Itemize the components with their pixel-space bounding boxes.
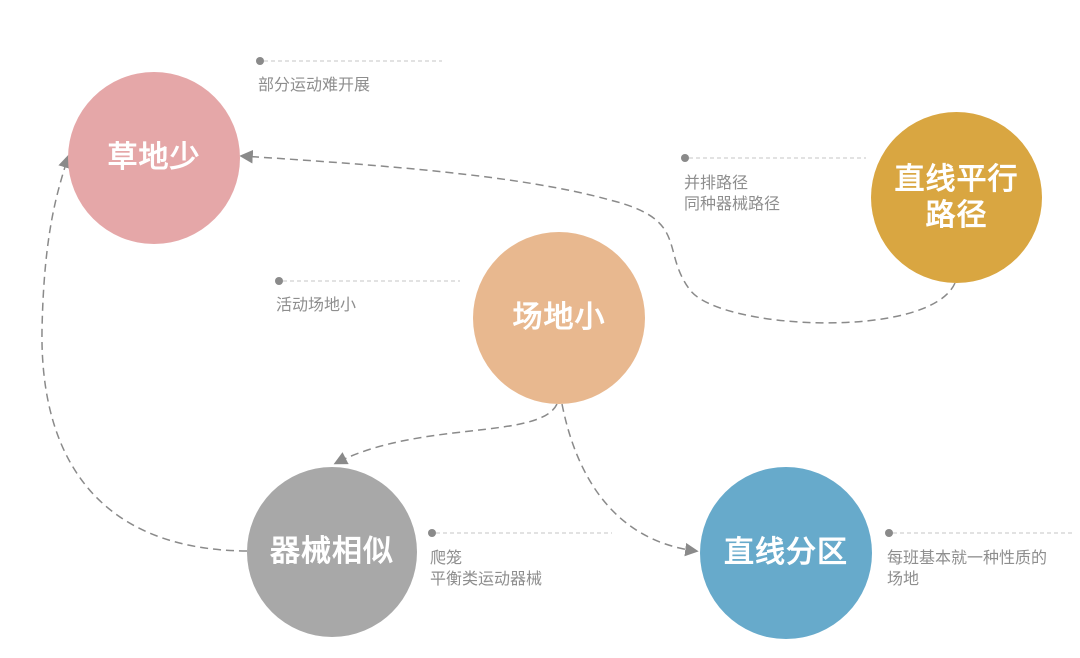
note-equipment: 爬笼 平衡类运动器械	[430, 547, 542, 589]
connector-site-to-equipment	[333, 403, 558, 465]
node-parallel-path: 直线平行 路径	[871, 112, 1042, 283]
connector-equipment-to-grass	[41, 154, 248, 552]
note-zone: 每班基本就一种性质的 场地	[887, 547, 1047, 589]
note-equipment-line2: 平衡类运动器械	[430, 569, 543, 588]
note-site: 活动场地小	[276, 294, 356, 315]
note-leader-grass	[256, 57, 442, 65]
note-leader-parallel	[681, 154, 866, 162]
node-site-label: 场地小	[512, 300, 606, 335]
note-leader-equipment	[428, 529, 612, 537]
node-small-site: 场地小	[473, 232, 645, 404]
note-site-line1: 活动场地小	[276, 295, 357, 314]
note-grass-line1: 部分运动难开展	[258, 75, 371, 94]
connector-parallel-to-grass	[239, 149, 956, 324]
node-similar-equipment: 器械相似	[247, 467, 417, 637]
note-grass: 部分运动难开展	[258, 74, 370, 95]
note-zone-line2: 场地	[887, 569, 920, 588]
node-linear-zone: 直线分区	[700, 467, 872, 639]
note-parallel-line1: 并排路径	[684, 173, 749, 192]
note-zone-line1: 每班基本就一种性质的	[887, 548, 1048, 567]
note-leader-site	[275, 277, 460, 285]
note-equipment-line1: 爬笼	[430, 548, 463, 567]
node-grass: 草地少	[68, 72, 240, 244]
node-grass-label: 草地少	[107, 140, 201, 175]
node-parallel-label: 直线平行 路径	[895, 162, 1019, 234]
note-parallel: 并排路径 同种器械路径	[684, 172, 780, 214]
node-equipment-label: 器械相似	[270, 534, 394, 569]
note-parallel-line2: 同种器械路径	[684, 194, 781, 213]
node-parallel-label-line2: 路径	[925, 197, 988, 233]
connector-site-to-zone	[561, 403, 699, 557]
note-leader-zone	[885, 529, 1072, 537]
node-parallel-label-line1: 直线平行	[894, 161, 1019, 197]
node-zone-label: 直线分区	[724, 535, 848, 570]
